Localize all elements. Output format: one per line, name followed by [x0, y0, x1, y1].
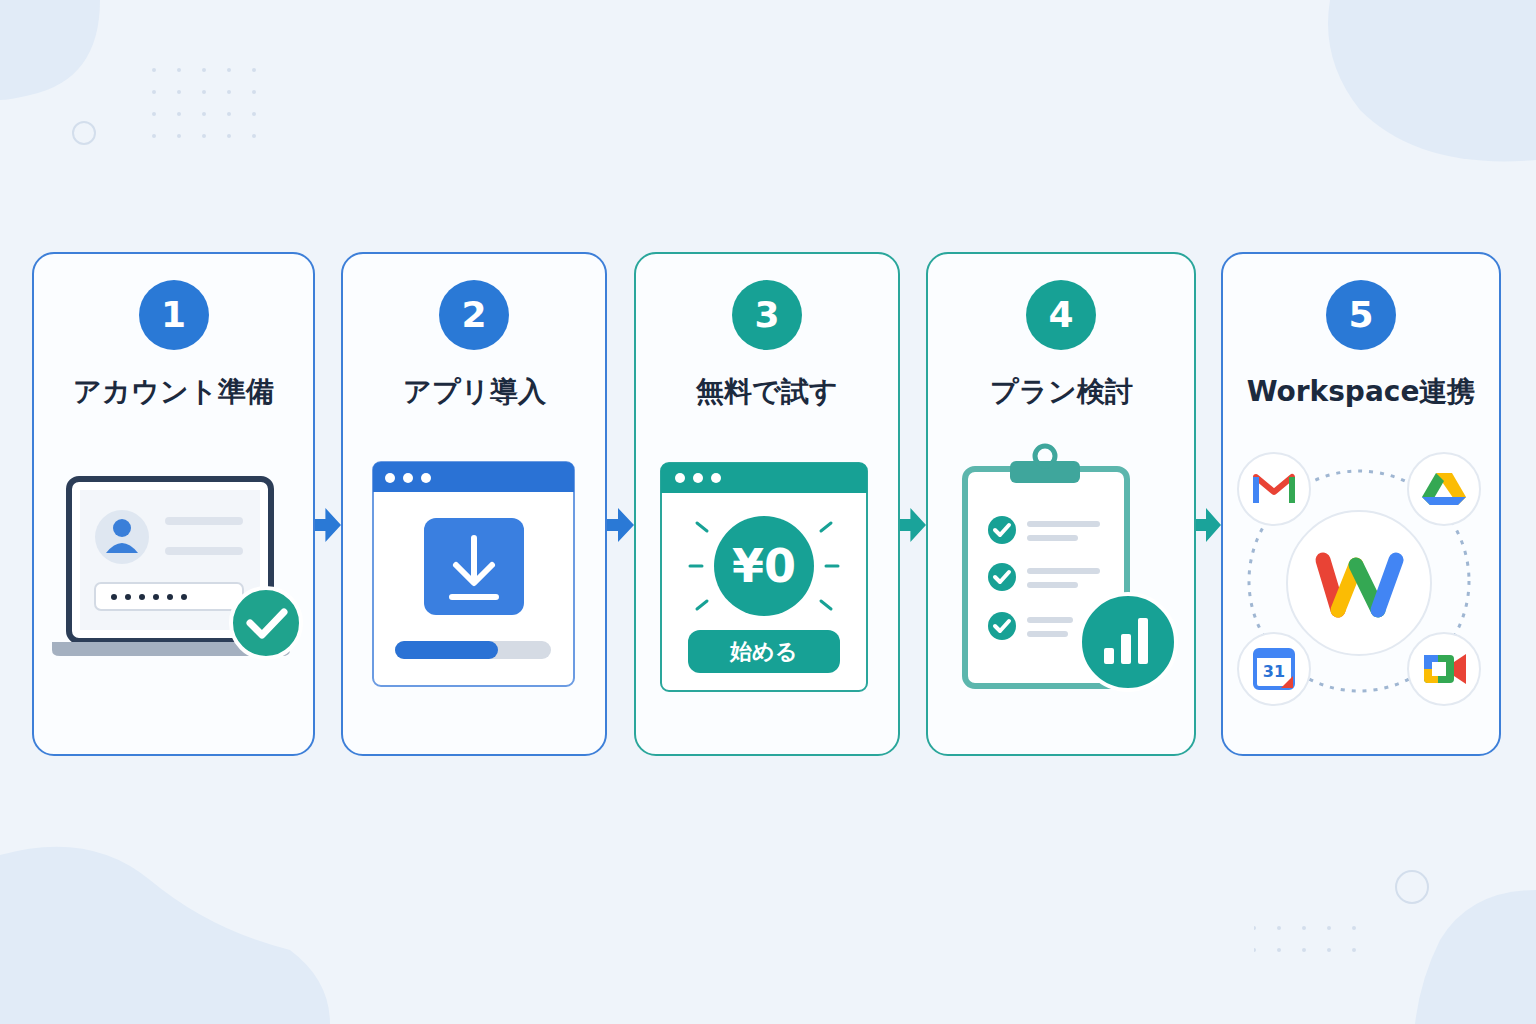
laptop-illustration — [52, 479, 301, 658]
arrow-shape — [1196, 508, 1221, 542]
download-illustration — [373, 462, 574, 686]
flow-arrow — [1196, 508, 1221, 542]
step-number: 1 — [139, 280, 209, 350]
step-card: 2 アプリ導入 — [341, 252, 607, 756]
step-title: Workspace連携 — [1223, 372, 1499, 412]
flow-arrow — [607, 508, 634, 542]
flow-arrow — [315, 508, 341, 542]
step-title: プラン検討 — [928, 372, 1194, 412]
button-label: 始める — [730, 641, 798, 663]
step-number: 2 — [439, 280, 509, 350]
step-card: 3 無料で試す — [634, 252, 900, 756]
workspace-illustration — [1238, 453, 1480, 705]
price-label: ¥0 — [732, 543, 796, 589]
arrow-shape — [607, 508, 634, 542]
calendar-date: 31 — [1263, 664, 1285, 680]
step-number: 4 — [1026, 280, 1096, 350]
arrow-shape — [900, 508, 926, 542]
step-card: 4 プラン検討 — [926, 252, 1196, 756]
step-card: 5Workspace連携 — [1221, 252, 1501, 756]
step-card: 1 アカウント準備 — [32, 252, 315, 756]
flow-arrow — [900, 508, 926, 542]
step-title: アプリ導入 — [343, 372, 605, 412]
arrow-shape — [315, 508, 341, 542]
free-trial-illustration — [661, 463, 867, 691]
step-number: 3 — [732, 280, 802, 350]
step-number: 5 — [1326, 280, 1396, 350]
clipboard-illustration — [965, 446, 1176, 690]
step-title: アカウント準備 — [34, 372, 313, 412]
step-title: 無料で試す — [636, 372, 898, 412]
